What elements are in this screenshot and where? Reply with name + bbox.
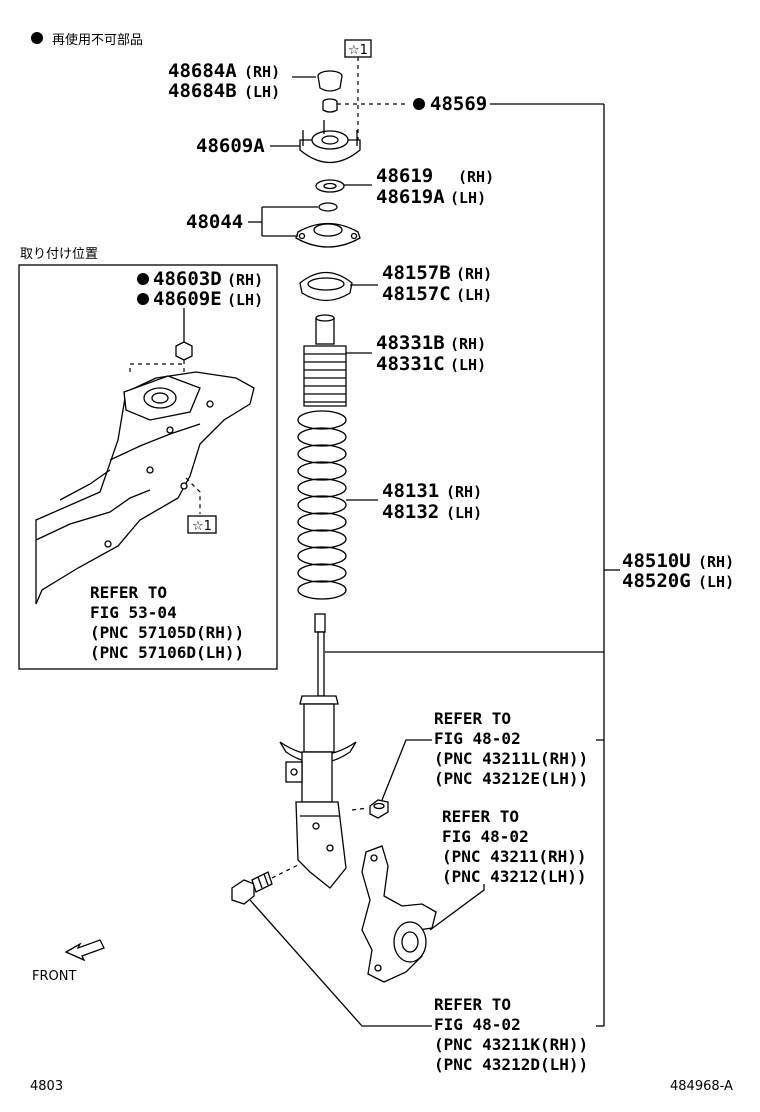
label-48132: 48132 bbox=[382, 501, 439, 523]
bearing-part bbox=[315, 179, 345, 193]
label-48684b: 48684B bbox=[168, 80, 237, 102]
refer-2-line-4: (PNC 43212(LH)) bbox=[442, 867, 587, 886]
refer-3-line-4: (PNC 43212D(LH)) bbox=[434, 1055, 588, 1074]
nut-dashed-leader bbox=[351, 807, 369, 811]
inset-label-48609e: 48609E bbox=[153, 288, 222, 310]
strut-bolt-part bbox=[231, 871, 273, 905]
refer-2-line-3: (PNC 43211(RH)) bbox=[442, 847, 587, 866]
inset-refer-line-3: (PNC 57105D(RH)) bbox=[90, 623, 244, 642]
bolt-dashed-leader bbox=[271, 863, 301, 879]
label-48684a: 48684A bbox=[168, 60, 237, 82]
leader-refer-2 bbox=[429, 884, 485, 931]
refer-1-line-4: (PNC 43212E(LH)) bbox=[434, 769, 588, 788]
inset-title: 取り付け位置 bbox=[20, 247, 98, 262]
inset-label-48603d-side: (RH) bbox=[227, 271, 263, 289]
label-48684a-side: (RH) bbox=[244, 63, 280, 81]
leader-refer-1 bbox=[381, 739, 432, 801]
label-48157b-side: (RH) bbox=[456, 265, 492, 283]
refer-2-line-1: REFER TO bbox=[442, 807, 519, 826]
label-48131-side: (RH) bbox=[446, 483, 482, 501]
label-48331c: 48331C bbox=[376, 353, 445, 375]
body-panel-part bbox=[35, 371, 255, 605]
bump-stopper-boot-part bbox=[303, 314, 347, 407]
shock-absorber-part bbox=[279, 613, 357, 889]
lock-nut-part bbox=[322, 98, 338, 113]
label-48510u: 48510U bbox=[622, 550, 691, 572]
inset-marker-label: ☆1 bbox=[192, 519, 212, 534]
non-reusable-bullet-icon bbox=[413, 98, 425, 110]
refer-1-line-1: REFER TO bbox=[434, 709, 511, 728]
inset-label-48603d: 48603D bbox=[153, 268, 222, 290]
non-reusable-bullet-icon bbox=[137, 293, 149, 305]
front-arrow-icon bbox=[64, 939, 105, 962]
legend-note: 再使用不可部品 bbox=[52, 32, 143, 48]
label-48331b-side: (RH) bbox=[450, 335, 486, 353]
label-48331c-side: (LH) bbox=[450, 356, 486, 374]
marker-top-label: ☆1 bbox=[348, 43, 368, 58]
label-48619: 48619 bbox=[376, 165, 433, 187]
label-48520g: 48520G bbox=[622, 570, 691, 592]
label-48157c: 48157C bbox=[382, 283, 451, 305]
label-48157b: 48157B bbox=[382, 262, 451, 284]
label-48609a: 48609A bbox=[196, 135, 265, 157]
refer-1-line-3: (PNC 43211L(RH)) bbox=[434, 749, 588, 768]
strut-mount-part bbox=[299, 120, 361, 163]
refer-2-line-2: FIG 48-02 bbox=[442, 827, 529, 846]
inset-refer-line-4: (PNC 57106D(LH)) bbox=[90, 643, 244, 662]
refer-3-line-3: (PNC 43211K(RH)) bbox=[434, 1035, 588, 1054]
coil-spring-part bbox=[297, 410, 347, 600]
dust-cap-part bbox=[317, 70, 343, 92]
spring-insulator-part bbox=[299, 271, 353, 302]
label-48520g-side: (LH) bbox=[698, 573, 734, 591]
refer-3-line-2: FIG 48-02 bbox=[434, 1015, 521, 1034]
refer-1-line-2: FIG 48-02 bbox=[434, 729, 521, 748]
strut-nut-part bbox=[369, 799, 389, 819]
spring-seat-part bbox=[295, 202, 361, 248]
label-48619a-side: (LH) bbox=[450, 189, 486, 207]
label-48684b-side: (LH) bbox=[244, 83, 280, 101]
label-48132-side: (LH) bbox=[446, 504, 482, 522]
front-label: FRONT bbox=[32, 969, 76, 984]
inset-nut-part bbox=[175, 341, 193, 361]
label-48331b: 48331B bbox=[376, 332, 445, 354]
non-reusable-bullet-icon bbox=[31, 32, 43, 44]
inset-marker-box bbox=[187, 515, 217, 534]
label-48510u-side: (RH) bbox=[698, 553, 734, 571]
label-48619a: 48619A bbox=[376, 186, 445, 208]
inset-dash-left bbox=[129, 363, 184, 372]
inset-label-48609e-side: (LH) bbox=[227, 291, 263, 309]
label-48569: 48569 bbox=[430, 93, 487, 115]
inset-frame bbox=[18, 264, 278, 670]
leader-refer-3 bbox=[249, 899, 432, 1027]
inset-refer-line-1: REFER TO bbox=[90, 583, 167, 602]
label-48619-side: (RH) bbox=[458, 168, 494, 186]
footer-illustration-id: 484968-A bbox=[670, 1079, 733, 1094]
inset-dash-marker bbox=[185, 477, 201, 514]
label-48157c-side: (LH) bbox=[456, 286, 492, 304]
non-reusable-bullet-icon bbox=[137, 273, 149, 285]
footer-figure-number: 4803 bbox=[30, 1079, 63, 1094]
refer-3-line-1: REFER TO bbox=[434, 995, 511, 1014]
inset-refer-line-2: FIG 53-04 bbox=[90, 603, 177, 622]
label-48044: 48044 bbox=[186, 211, 243, 233]
steering-knuckle-part bbox=[361, 845, 437, 983]
label-48131: 48131 bbox=[382, 480, 439, 502]
